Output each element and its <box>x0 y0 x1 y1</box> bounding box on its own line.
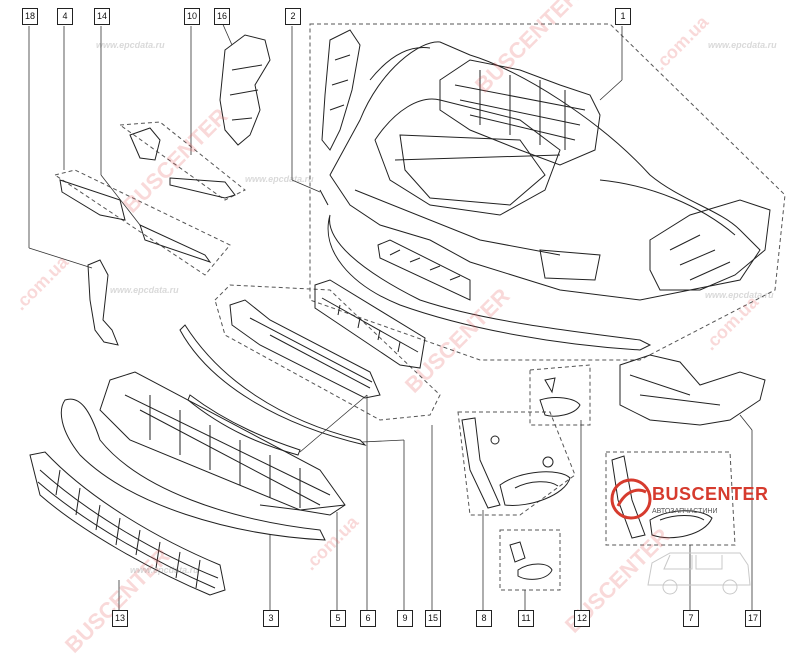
fog-lamp-11 <box>509 541 553 580</box>
callout-2: 2 <box>285 8 301 25</box>
strip-4 <box>59 179 126 221</box>
callout-1: 1 <box>615 8 631 25</box>
bracket-17 <box>619 354 766 426</box>
bracket-10-a <box>129 127 161 161</box>
callout-18: 18 <box>22 8 38 25</box>
group-8-outline <box>457 411 576 516</box>
callout-14: 14 <box>94 8 110 25</box>
buscenter-logo: BUSCENTER АВТОЗАПЧАСТИНИ <box>606 470 796 530</box>
upper-bracket-16 <box>219 34 271 146</box>
callout-7: 7 <box>683 610 699 627</box>
watermark-site-2: www.epcdata.ru <box>708 40 777 50</box>
fog-bezel-8 <box>461 417 571 509</box>
bracket-10-b <box>169 177 236 199</box>
group-10-outline <box>118 121 246 201</box>
bumper-lower-lip <box>327 214 652 351</box>
group-11-outline <box>499 529 561 591</box>
assembly-1-outline <box>309 23 786 361</box>
lower-grille-mesh-13 <box>29 451 226 596</box>
watermark-site-4: www.epcdata.ru <box>705 290 774 300</box>
trim-strip-5 <box>187 394 301 456</box>
group-4-outline <box>53 169 231 276</box>
callout-13: 13 <box>112 610 128 627</box>
callout-6: 6 <box>360 610 376 627</box>
fog-cover-12 <box>539 397 581 417</box>
callout-3: 3 <box>263 610 279 627</box>
callout-15: 15 <box>425 610 441 627</box>
under-absorber <box>99 371 346 516</box>
watermark-site-1: www.epcdata.ru <box>96 40 165 50</box>
callout-8: 8 <box>476 610 492 627</box>
right-side-bracket <box>649 199 771 291</box>
logo-emblem-icon <box>610 478 652 520</box>
front-bumper-cover <box>329 41 761 301</box>
callout-10: 10 <box>184 8 200 25</box>
group-12-outline <box>529 364 591 426</box>
watermark-site-6: www.epcdata.ru <box>245 174 314 184</box>
lower-grille-15 <box>314 279 426 369</box>
callout-12: 12 <box>574 610 590 627</box>
bumper-carrier <box>439 59 601 166</box>
bracket-18 <box>87 259 119 346</box>
lower-lip-3 <box>60 398 326 541</box>
callout-11: 11 <box>518 610 534 627</box>
callout-4: 4 <box>57 8 73 25</box>
logo-name: BUSCENTER <box>652 484 769 504</box>
van-watermark-icon <box>647 552 751 595</box>
strip-14 <box>139 224 212 263</box>
fog-bezel-7 <box>611 455 713 539</box>
watermark-site-3: www.epcdata.ru <box>110 285 179 295</box>
watermark-site-5: www.epcdata.ru <box>130 565 199 575</box>
group-7-outline <box>605 451 736 546</box>
bumper-center-grille <box>377 239 471 301</box>
grille-frame-6 <box>229 299 381 399</box>
left-side-bracket <box>319 29 361 206</box>
callout-5: 5 <box>330 610 346 627</box>
callout-16: 16 <box>214 8 230 25</box>
logo-tagline: АВТОЗАПЧАСТИНИ <box>652 508 718 515</box>
chrome-strip-9 <box>179 324 367 446</box>
callout-17: 17 <box>745 610 761 627</box>
callout-9: 9 <box>397 610 413 627</box>
group-15-outline <box>214 284 441 421</box>
